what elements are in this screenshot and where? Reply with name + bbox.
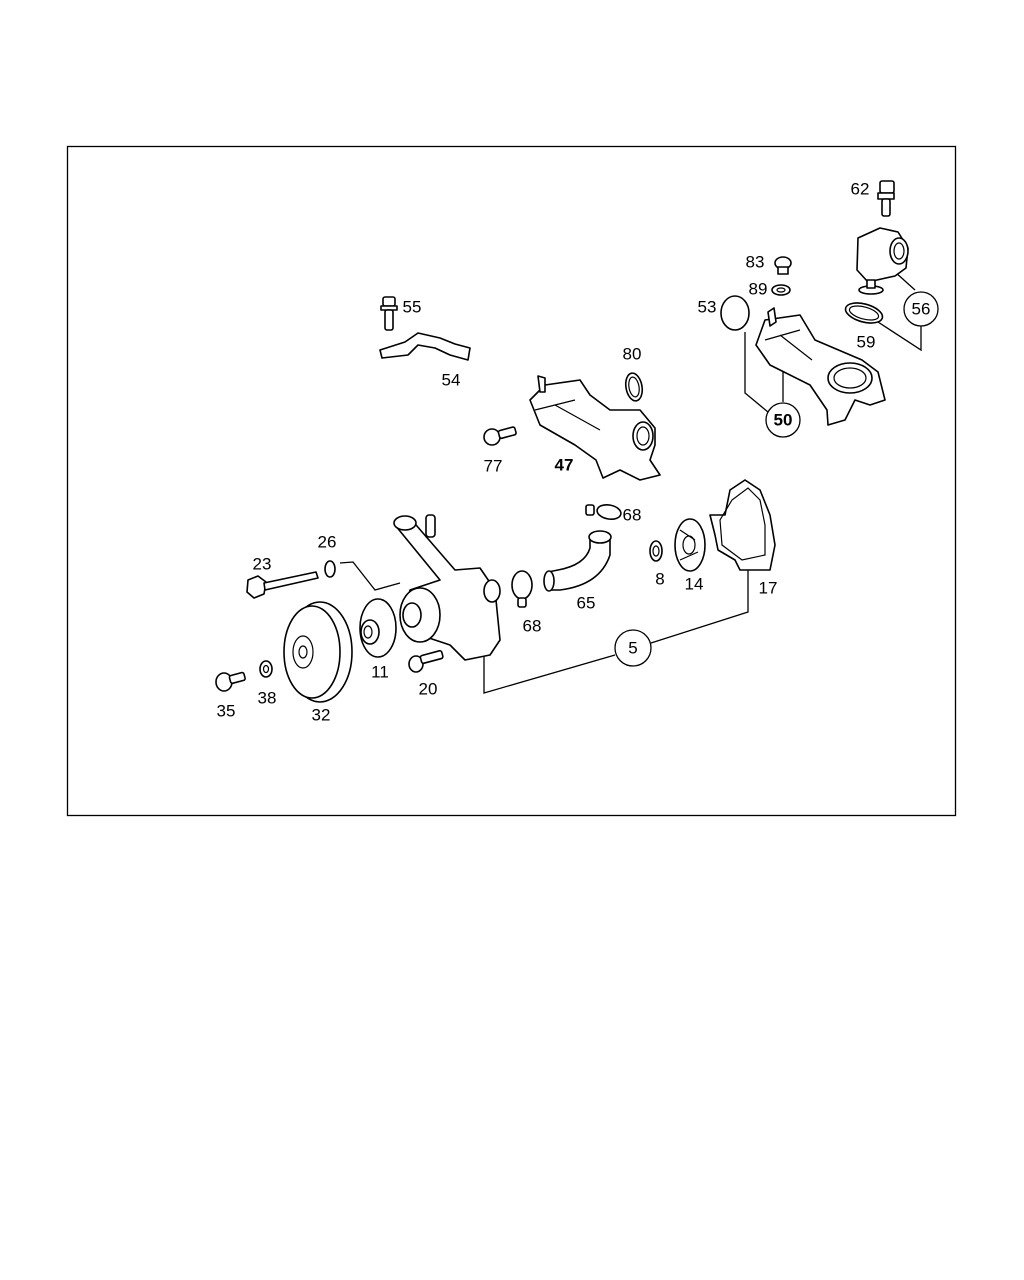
part-17-gasket	[709, 479, 776, 571]
callout-circle-56	[903, 291, 939, 327]
callout-32: 32	[312, 705, 331, 724]
part-77-bolt	[483, 426, 517, 446]
part-26-washer	[324, 560, 336, 578]
part-53-cap	[720, 295, 750, 331]
callout-17: 17	[759, 578, 778, 597]
callout-38: 38	[258, 688, 277, 707]
part-32-pulley	[283, 601, 353, 703]
part-23-bolt	[246, 571, 319, 599]
part-54-bracket	[379, 332, 471, 361]
part-80-o-ring	[624, 372, 644, 402]
callout-35: 35	[217, 701, 236, 720]
part-20-bolt	[408, 649, 444, 673]
callout-62: 62	[851, 179, 870, 198]
callout-65: 65	[577, 593, 596, 612]
part-38-washer	[259, 660, 273, 678]
part-59-o-ring	[844, 302, 884, 324]
callout-54: 54	[442, 370, 461, 389]
part-50-thermostat-housing	[755, 307, 886, 426]
part-83-plug	[774, 256, 792, 275]
callout-56: 56	[912, 299, 931, 318]
callout-53: 53	[698, 297, 717, 316]
callout-50: 50	[774, 410, 793, 429]
part-68-clamp-lower	[511, 570, 533, 608]
callout-circle-5	[614, 629, 652, 667]
callout-77: 77	[484, 456, 503, 475]
part-14-impeller	[674, 518, 706, 572]
part-62-bolt	[877, 180, 895, 217]
part-5-water-pump	[393, 514, 501, 661]
callout-89: 89	[749, 279, 768, 298]
callout-83: 83	[746, 252, 765, 271]
callout-23: 23	[253, 554, 272, 573]
callout-59: 59	[857, 332, 876, 351]
callout-8: 8	[655, 569, 664, 588]
part-55-bolt	[380, 296, 398, 331]
part-8-nut	[649, 540, 663, 562]
callout-14: 14	[685, 574, 704, 593]
callout-68-upper: 68	[623, 505, 642, 524]
part-35-bolt	[215, 671, 246, 692]
leader-lines	[339, 271, 922, 694]
callout-labels: 62 83 89 53 56 59 50 55 54 80 77 47 68 6…	[217, 179, 939, 724]
callout-circle-50	[765, 402, 801, 438]
callout-5: 5	[628, 638, 637, 657]
part-65-hose	[543, 530, 612, 592]
part-68-clamp-upper	[585, 503, 622, 521]
callout-47: 47	[555, 455, 574, 474]
part-11-hub	[359, 598, 397, 658]
part-47-thermostat-housing	[529, 375, 661, 481]
callout-20: 20	[419, 679, 438, 698]
callout-68-lower: 68	[523, 616, 542, 635]
part-56-thermostat-cover	[856, 227, 909, 295]
diagram-frame	[66, 145, 957, 817]
callout-11: 11	[371, 662, 389, 681]
callout-80: 80	[623, 344, 642, 363]
part-89-washer	[771, 284, 791, 296]
callout-26: 26	[318, 532, 337, 551]
callout-55: 55	[403, 297, 422, 316]
